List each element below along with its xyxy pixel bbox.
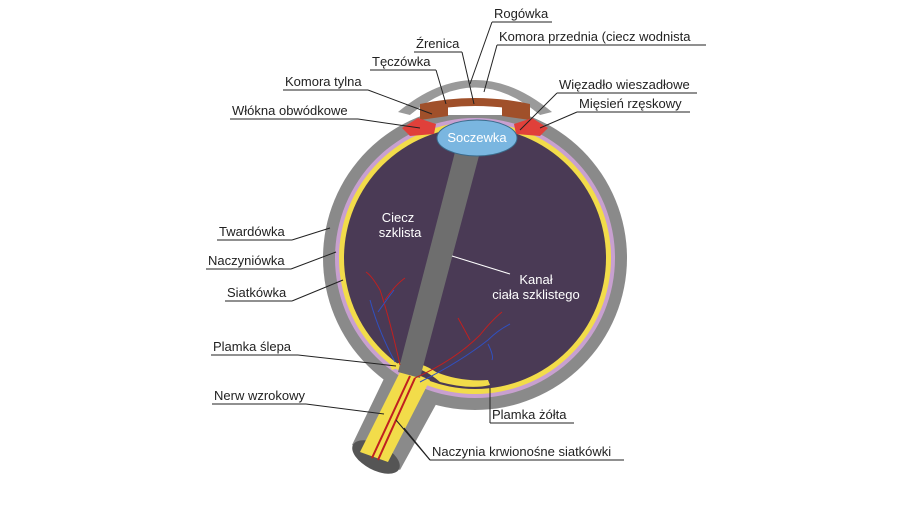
label-nerw: Nerw wzrokowy [214,388,306,403]
iris [420,104,530,120]
central-retinal-vessel [371,375,416,461]
leader-nerw [305,403,385,415]
label-komora-przednia: Komora przednia (ciecz wodnista [499,29,691,44]
vitreous-label-2: szklista [379,225,422,240]
leader-zrenica [461,51,475,105]
optic-nerve [360,368,430,462]
retinal-vessels-right [414,311,511,383]
leader-rogowka [469,21,493,85]
vitreous-body [344,127,606,389]
leader-plamka-slepa [297,354,397,367]
leader-wlokna [357,118,421,129]
leader-teczowka [435,69,447,105]
leader-wiezadlo [519,92,558,131]
label-twardowka: Twardówka [219,224,286,239]
label-siatkowka: Siatkówka [227,285,287,300]
label-miesien: Mięsień rzęskowy [579,96,682,111]
retinal-vessels-left [365,271,406,366]
iris-band [420,98,530,112]
leader-naczyniowka [290,251,337,270]
leader-twardowka [291,227,331,241]
label-plamka-slepa: Plamka ślepa [213,339,292,354]
label-wiezadlo: Więzadło wieszadłowe [559,77,690,92]
hyaloid-canal-label-1: Kanał [519,272,552,287]
lens [436,119,518,157]
label-rogowka: Rogówka [494,6,549,21]
hyaloid-canal-leader [451,255,511,275]
lens-label: Soczewka [447,130,507,145]
hyaloid-canal [398,152,480,378]
label-naczyniowka: Naczyniówka [208,253,285,268]
label-komora-tylna: Komora tylna [285,74,362,89]
label-wlokna: Włókna obwódkowe [232,103,348,118]
leader-miesien [539,111,578,129]
leader-siatkowka [291,279,344,302]
cornea [398,80,552,115]
label-zrenica: Źrenica [416,36,460,51]
ciliary-muscle-left [402,118,436,136]
vitreous-label-1: Ciecz [382,210,415,225]
hyaloid-canal-label-2: ciała szklistego [492,287,579,302]
leader-komora-przednia [483,44,498,93]
label-plamka-zolta: Plamka żółta [492,407,567,422]
leader-naczynia-2 [403,427,431,461]
leader-komora-tylna [367,89,433,115]
ciliary-muscle-right [514,118,548,136]
label-teczowka: Tęczówka [372,54,431,69]
label-naczynia: Naczynia krwionośne siatkówki [432,444,611,459]
optic-disc [390,362,490,387]
